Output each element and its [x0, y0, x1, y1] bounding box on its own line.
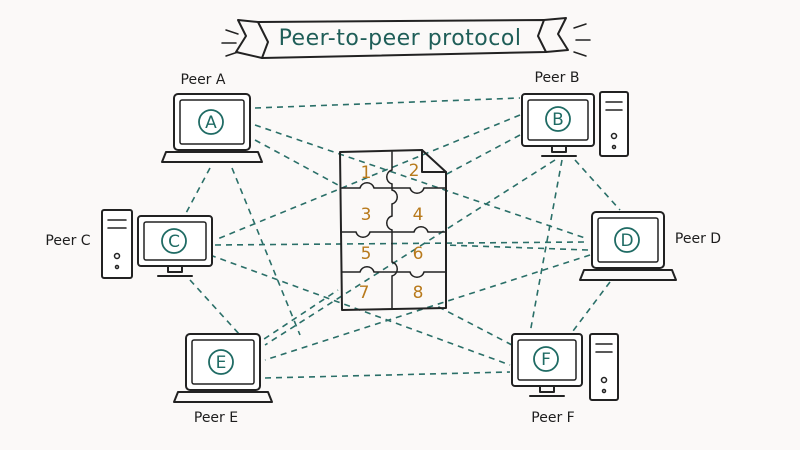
piece-6: 6	[413, 244, 424, 264]
piece-8: 8	[413, 283, 424, 303]
piece-7: 7	[359, 283, 370, 303]
laptop-icon	[161, 93, 263, 163]
puzzle-seams	[341, 151, 447, 309]
link-c-d	[214, 241, 586, 246]
piece-4: 4	[413, 205, 424, 225]
peer-f: Peer F F	[511, 333, 619, 426]
banner-sparks-left	[221, 29, 239, 57]
link-e-file	[254, 289, 339, 346]
peer-d: Peer D D	[579, 211, 721, 281]
link-a-file	[254, 139, 339, 186]
link-b-e	[264, 159, 556, 346]
link-a-b	[254, 97, 521, 109]
link-f-file	[434, 304, 513, 346]
peer-f-label: Peer F	[531, 410, 574, 426]
peer-a: Peer A A	[161, 72, 263, 163]
peer-d-label: Peer D	[675, 231, 721, 247]
document-icon	[339, 149, 447, 311]
peer-e: Peer E E	[173, 333, 273, 426]
desktop-icon	[137, 215, 213, 277]
peer-a-label: Peer A	[181, 72, 226, 88]
tower-icon	[589, 333, 619, 401]
peer-e-label: Peer E	[194, 410, 238, 426]
banner-sparks-right	[573, 23, 591, 57]
peer-f-letter: F	[541, 350, 551, 370]
desktop-icon	[511, 333, 583, 397]
link-a-c	[184, 167, 211, 216]
peer-d-letter: D	[620, 231, 633, 251]
laptop-icon	[579, 211, 677, 281]
link-b-d	[574, 159, 621, 211]
piece-2: 2	[409, 161, 420, 181]
peer-c-label: Peer C	[45, 233, 90, 249]
title-banner: Peer-to-peer protocol	[221, 17, 591, 59]
peer-c: Peer C C	[45, 209, 213, 279]
piece-3: 3	[361, 205, 372, 225]
shared-file: 1 2 3 4 5 6 7 8	[339, 149, 447, 311]
peer-b-letter: B	[552, 110, 564, 130]
link-a-d	[254, 124, 586, 239]
link-c-e	[189, 279, 241, 336]
peer-connections	[184, 97, 621, 379]
link-b-file	[444, 134, 521, 176]
peer-a-letter: A	[205, 113, 217, 133]
peer-b: Peer B B	[521, 70, 629, 157]
tower-icon	[101, 209, 133, 279]
piece-1: 1	[361, 163, 372, 183]
link-b-f	[529, 159, 563, 334]
peer-c-letter: C	[168, 232, 180, 252]
tower-icon	[599, 91, 629, 157]
link-e-f	[264, 371, 511, 379]
link-d-file	[444, 244, 589, 251]
peer-e-letter: E	[216, 353, 227, 373]
piece-5: 5	[361, 244, 372, 264]
link-d-f	[569, 281, 611, 336]
desktop-icon	[521, 93, 595, 157]
link-a-e	[231, 167, 301, 336]
peer-b-label: Peer B	[535, 70, 580, 86]
page-title: Peer-to-peer protocol	[279, 26, 522, 51]
laptop-icon	[173, 333, 273, 403]
